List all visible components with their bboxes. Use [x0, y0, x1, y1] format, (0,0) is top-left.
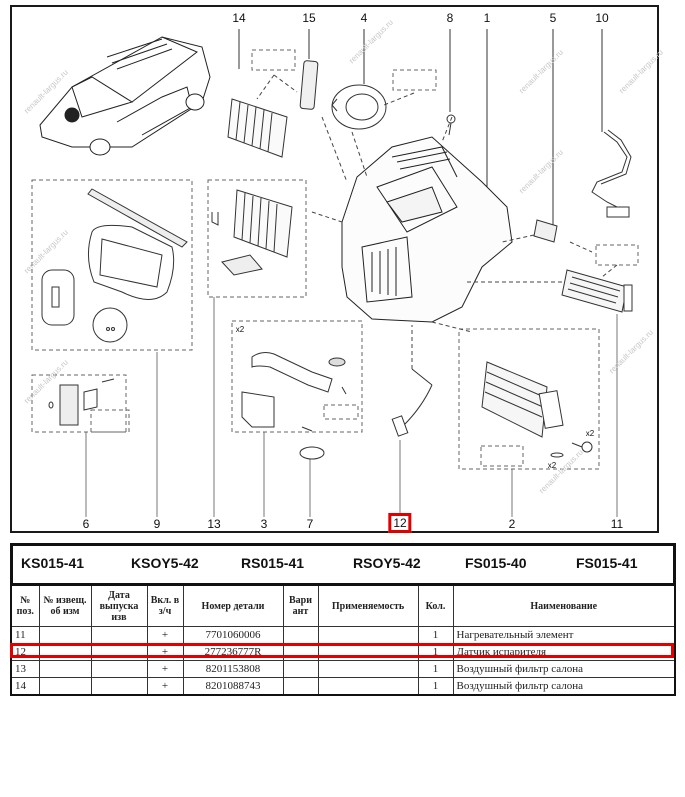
cell-variant — [282, 643, 319, 661]
leader-lines-top — [238, 29, 603, 232]
callout-3[interactable]: 3 — [260, 517, 268, 531]
model-code: RS015-41 — [241, 555, 305, 571]
callout-15[interactable]: 15 — [302, 11, 316, 25]
cell-quantity: 1 — [417, 677, 454, 696]
cabin-filter-13 — [211, 189, 293, 276]
exploded-parts-diagram: 14 15 4 8 1 5 10 6 9 13 3 7 12 2 11 x2 x… — [10, 5, 665, 533]
col-header-variant: Вари ант — [282, 583, 319, 627]
callout-10[interactable]: 10 — [595, 11, 609, 25]
hvac-housing-1 — [341, 136, 513, 323]
cell-included: + — [146, 643, 184, 661]
expansion-valve-6 — [48, 378, 115, 426]
cabin-filter-14 — [227, 98, 288, 158]
table-row-highlighted[interactable]: 12 + 277236777R 1 Датчик испарителя — [10, 643, 676, 661]
model-code: FS015-40 — [465, 555, 527, 571]
cell-pos: 11 — [10, 626, 40, 644]
cell-part-number[interactable]: 277236777R — [182, 643, 284, 661]
cell-variant — [282, 626, 319, 644]
cell-notice — [38, 660, 92, 678]
cell-pos: 12 — [10, 643, 40, 661]
cell-variant — [282, 677, 319, 696]
col-header-applicability: Применяемость — [317, 583, 419, 627]
callout-11[interactable]: 11 — [610, 517, 624, 531]
seal-kit-9 — [41, 188, 188, 343]
callout-4[interactable]: 4 — [360, 11, 368, 25]
cell-date — [90, 660, 148, 678]
blower-resistor-5 — [533, 219, 558, 243]
cell-included: + — [146, 626, 184, 644]
cell-applicability — [317, 660, 419, 678]
filter-cover-15 — [299, 60, 319, 110]
col-header-name: Наименование — [452, 583, 676, 627]
quantity-mark: x2 — [547, 461, 557, 470]
cell-pos: 14 — [10, 677, 40, 696]
group-boxes — [31, 49, 639, 470]
model-code: KS015-41 — [21, 555, 85, 571]
evaporator-sensor-12 — [391, 368, 433, 437]
quantity-mark: x2 — [585, 429, 595, 438]
cell-date — [90, 677, 148, 696]
callout-6[interactable]: 6 — [82, 517, 90, 531]
cell-quantity: 1 — [417, 643, 454, 661]
cell-name: Нагревательный элемент — [452, 626, 676, 644]
col-header-date: Дата выпуска изв — [90, 583, 148, 627]
seal-7 — [299, 446, 325, 460]
callout-7[interactable]: 7 — [306, 517, 314, 531]
evaporator-2 — [481, 361, 593, 458]
cell-part-number[interactable]: 7701060006 — [182, 626, 284, 644]
cell-name: Воздушный фильтр салона — [452, 660, 676, 678]
cell-part-number[interactable]: 8201153808 — [182, 660, 284, 678]
diagram-drawing — [31, 29, 639, 517]
leader-lines-bottom — [85, 297, 618, 517]
pipe-assembly-3 — [241, 352, 347, 432]
callout-2[interactable]: 2 — [508, 517, 516, 531]
model-codes-header: KS015-41 KSOY5-42 RS015-41 RSOY5-42 FS01… — [10, 543, 676, 583]
cell-included: + — [146, 660, 184, 678]
cell-notice — [38, 626, 92, 644]
cell-date — [90, 643, 148, 661]
table-row[interactable]: 13 + 8201153808 1 Воздушный фильтр салон… — [10, 660, 676, 678]
model-code: KSOY5-42 — [131, 555, 199, 571]
cell-notice — [38, 677, 92, 696]
table-row[interactable]: 11 + 7701060006 1 Нагревательный элемент — [10, 626, 676, 644]
parts-table: № поз. № извещ. об изм Дата выпуска изв … — [10, 583, 676, 696]
assembly-arrows — [256, 74, 618, 369]
cell-included: + — [146, 677, 184, 696]
vehicle-illustration — [39, 36, 211, 156]
wiring-harness-10 — [591, 129, 632, 218]
col-header-part-number: Номер детали — [182, 583, 284, 627]
cell-applicability — [317, 677, 419, 696]
screw-8 — [446, 114, 456, 136]
model-code: FS015-41 — [576, 555, 638, 571]
callout-14[interactable]: 14 — [232, 11, 246, 25]
col-header-included: Вкл. в з/ч — [146, 583, 184, 627]
cell-applicability — [317, 626, 419, 644]
cell-quantity: 1 — [417, 626, 454, 644]
table-header-row: № поз. № извещ. об изм Дата выпуска изв … — [10, 583, 676, 627]
col-header-pos: № поз. — [10, 583, 40, 627]
cell-date — [90, 626, 148, 644]
col-header-notice: № извещ. об изм — [38, 583, 92, 627]
callout-5[interactable]: 5 — [549, 11, 557, 25]
callout-9[interactable]: 9 — [153, 517, 161, 531]
callout-1[interactable]: 1 — [483, 11, 491, 25]
cell-applicability — [317, 643, 419, 661]
cell-name: Датчик испарителя — [452, 643, 676, 661]
cell-name: Воздушный фильтр салона — [452, 677, 676, 696]
cell-quantity: 1 — [417, 660, 454, 678]
callout-12-highlighted[interactable]: 12 — [388, 513, 412, 533]
table-row[interactable]: 14 + 8201088743 1 Воздушный фильтр салон… — [10, 677, 676, 696]
cell-part-number[interactable]: 8201088743 — [182, 677, 284, 696]
callout-8[interactable]: 8 — [446, 11, 454, 25]
callout-13[interactable]: 13 — [207, 517, 221, 531]
col-header-quantity: Кол. — [417, 583, 454, 627]
heater-element-11 — [561, 269, 633, 313]
cell-pos: 13 — [10, 660, 40, 678]
blower-fan-4 — [331, 84, 387, 130]
cell-notice — [38, 643, 92, 661]
model-code: RSOY5-42 — [353, 555, 421, 571]
cell-variant — [282, 660, 319, 678]
quantity-mark: x2 — [235, 325, 245, 334]
